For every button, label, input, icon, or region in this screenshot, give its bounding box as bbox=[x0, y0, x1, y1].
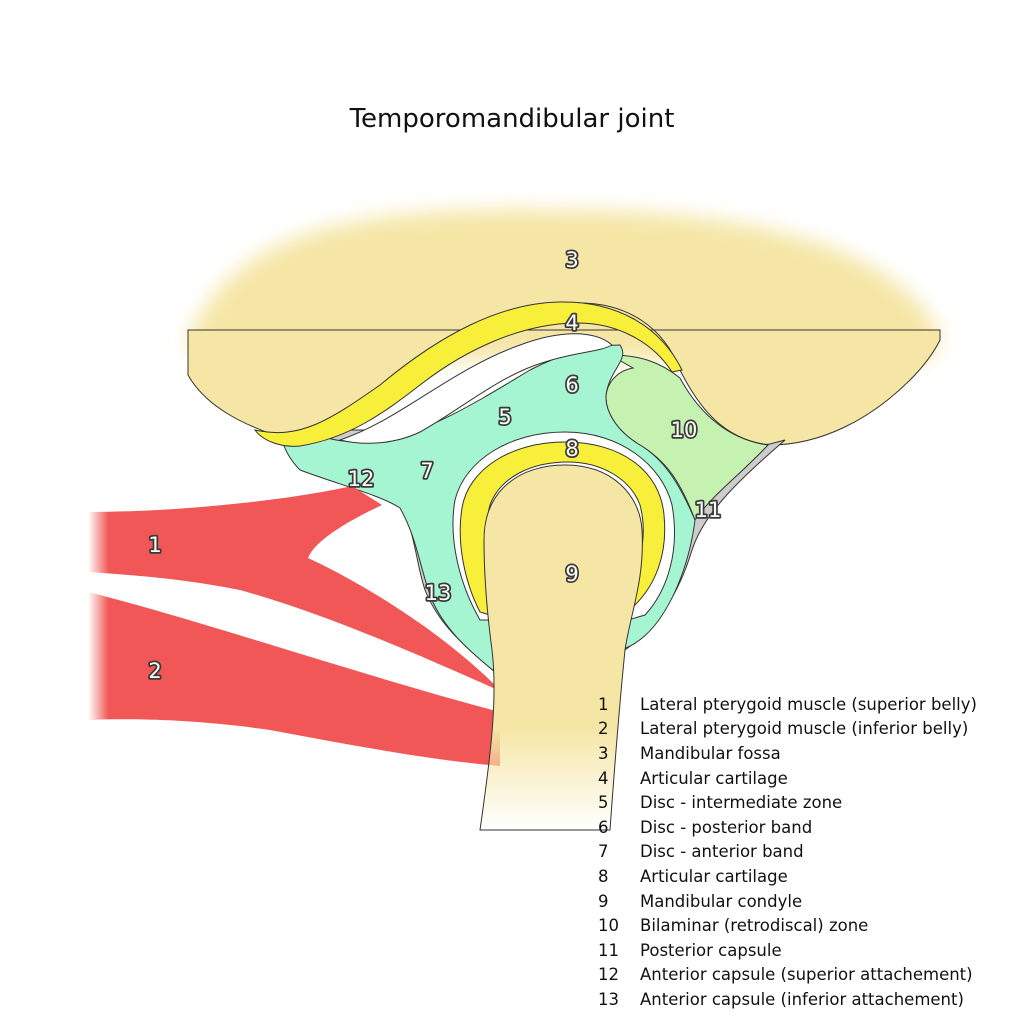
legend-label: Anterior capsule (inferior attachement) bbox=[640, 989, 964, 1009]
legend: 1 Lateral pterygoid muscle (superior bell… bbox=[598, 692, 977, 1012]
legend-number: 2 bbox=[598, 719, 609, 739]
marker-5: 5 bbox=[498, 405, 511, 429]
legend-label: Anterior capsule (superior attachement) bbox=[640, 965, 973, 985]
marker-6: 6 bbox=[565, 373, 578, 397]
legend-number: 10 bbox=[598, 916, 619, 936]
marker-2: 2 bbox=[148, 659, 161, 683]
legend-item: 8 Articular cartilage bbox=[598, 864, 977, 889]
legend-item: 2 Lateral pterygoid muscle (inferior bell… bbox=[598, 717, 977, 742]
legend-item: 10 Bilaminar (retrodiscal) zone bbox=[598, 913, 977, 938]
legend-label: Disc - intermediate zone bbox=[640, 793, 843, 813]
legend-number: 12 bbox=[598, 965, 619, 985]
legend-item: 1 Lateral pterygoid muscle (superior bell… bbox=[598, 692, 977, 717]
diagram-title: Temporomandibular joint bbox=[349, 104, 675, 134]
marker-8: 8 bbox=[565, 437, 578, 461]
upper-joint-space bbox=[338, 333, 613, 444]
legend-item: 11 Posterior capsule bbox=[598, 938, 977, 963]
lateral-pterygoid-superior-belly bbox=[88, 486, 498, 690]
legend-item: 6 Disc - posterior band bbox=[598, 815, 977, 840]
legend-number: 7 bbox=[598, 842, 609, 862]
legend-item: 12 Anterior capsule (superior attachement… bbox=[598, 963, 977, 988]
legend-label: Lateral pterygoid muscle (inferior belly… bbox=[640, 719, 969, 739]
legend-item: 7 Disc - anterior band bbox=[598, 840, 977, 865]
legend-label: Mandibular condyle bbox=[640, 891, 803, 911]
legend-label: Articular cartilage bbox=[640, 866, 788, 886]
mandibular-condyle bbox=[479, 464, 643, 831]
legend-number: 6 bbox=[598, 817, 609, 837]
marker-10: 10 bbox=[671, 418, 698, 442]
marker-4: 4 bbox=[565, 311, 578, 335]
legend-number: 5 bbox=[598, 793, 609, 813]
fossa-articular-cartilage bbox=[253, 301, 683, 447]
legend-number: 4 bbox=[598, 768, 609, 788]
marker-9: 9 bbox=[565, 562, 578, 586]
legend-number: 1 bbox=[598, 694, 609, 714]
legend-label: Posterior capsule bbox=[640, 940, 782, 960]
legend-label: Disc - posterior band bbox=[640, 817, 813, 837]
legend-number: 3 bbox=[598, 743, 609, 763]
marker-1: 1 bbox=[148, 533, 161, 557]
legend-item: 9 Mandibular condyle bbox=[598, 889, 977, 914]
legend-label: Lateral pterygoid muscle (superior belly… bbox=[640, 694, 977, 714]
marker-3: 3 bbox=[565, 248, 578, 272]
legend-label: Bilaminar (retrodiscal) zone bbox=[640, 916, 869, 936]
legend-item: 4 Articular cartilage bbox=[598, 766, 977, 791]
marker-7: 7 bbox=[420, 459, 433, 483]
legend-label: Mandibular fossa bbox=[640, 743, 781, 763]
legend-item: 5 Disc - intermediate zone bbox=[598, 790, 977, 815]
marker-11: 11 bbox=[695, 498, 722, 522]
legend-label: Articular cartilage bbox=[640, 768, 788, 788]
legend-number: 8 bbox=[598, 866, 609, 886]
legend-number: 13 bbox=[598, 989, 619, 1009]
legend-label: Disc - anterior band bbox=[640, 842, 804, 862]
legend-item: 3 Mandibular fossa bbox=[598, 741, 977, 766]
mandibular-fossa bbox=[188, 209, 940, 360]
legend-number: 9 bbox=[598, 891, 609, 911]
lateral-pterygoid-inferior-belly bbox=[88, 592, 500, 766]
legend-item: 13 Anterior capsule (inferior attachement… bbox=[598, 987, 977, 1012]
marker-13: 13 bbox=[425, 581, 452, 605]
legend-number: 11 bbox=[598, 940, 619, 960]
marker-12: 12 bbox=[348, 467, 375, 491]
